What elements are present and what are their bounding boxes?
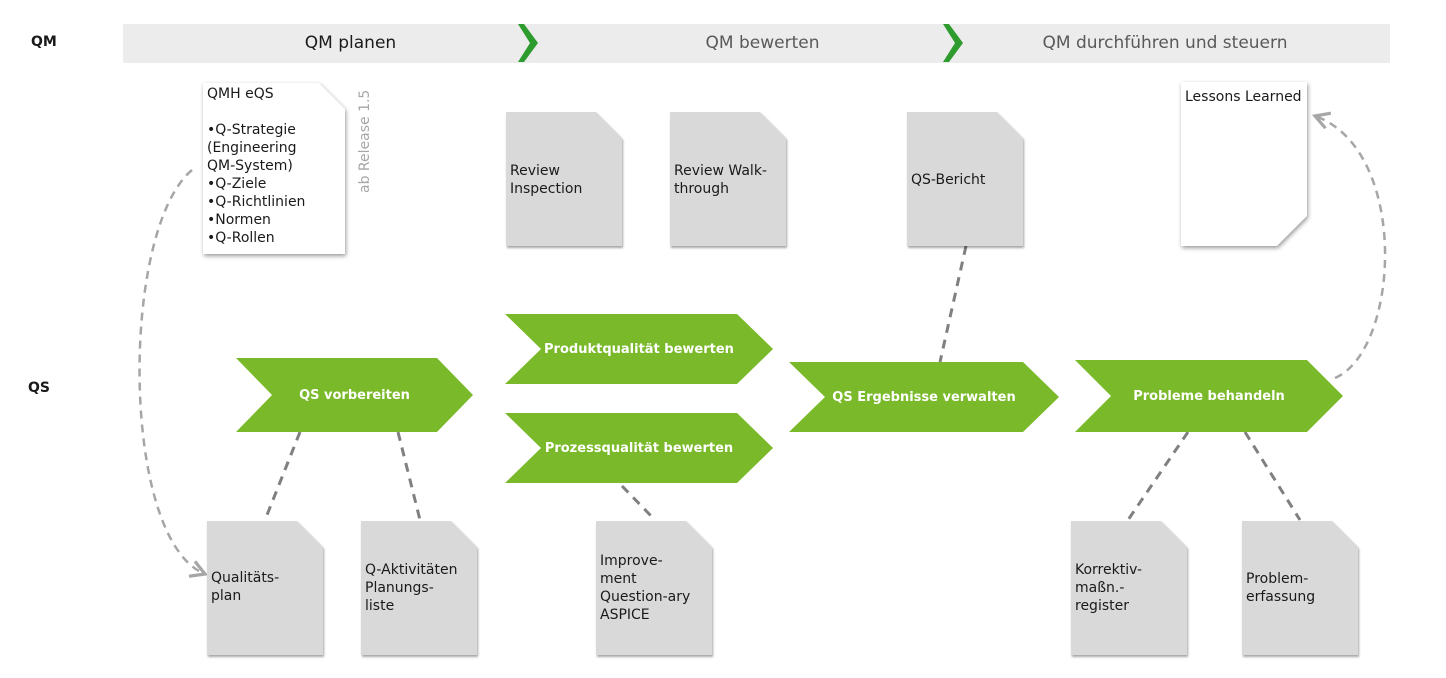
process-produktqualitaet: Produktqualität bewerten bbox=[505, 314, 773, 384]
process-produktqualitaet-label: Produktqualität bewerten bbox=[544, 341, 734, 357]
doc-qualitaetsplan-text: Qualitäts- plan bbox=[211, 570, 280, 604]
doc-review-inspection: Review Inspection bbox=[506, 112, 622, 246]
doc-lessons-learned: Lessons Learned bbox=[1181, 82, 1307, 246]
doc-korrektiv: Korrektiv- maßn.- register bbox=[1071, 521, 1187, 655]
doc-q-aktivitaeten-text: Q-Aktivitäten Planungs- liste bbox=[365, 562, 458, 614]
phase-qm-bewerten: QM bewerten bbox=[705, 33, 820, 53]
doc-review-walkthrough: Review Walk- through bbox=[670, 112, 786, 246]
doc-improvement: Improve- ment Question-ary ASPICE bbox=[596, 521, 712, 655]
release-note: ab Release 1.5 bbox=[357, 89, 373, 193]
doc-qs-bericht-text: QS-Bericht bbox=[911, 172, 986, 188]
doc-qmh-eqs-text: QMH eQS •Q-Strategie (Engineering QM-Sys… bbox=[207, 86, 306, 246]
lane-label-qs: QS bbox=[28, 380, 50, 396]
lane-label-qm: QM bbox=[31, 34, 57, 50]
doc-lessons-learned-text: Lessons Learned bbox=[1185, 89, 1302, 105]
doc-problemerfassung-text: Problem- erfassung bbox=[1246, 571, 1316, 605]
link-bericht-ergebnisse bbox=[938, 245, 968, 363]
link-probleme-problemerfassung bbox=[1243, 431, 1302, 521]
process-probleme: Probleme behandeln bbox=[1075, 360, 1343, 432]
doc-review-walkthrough-text: Review Walk- through bbox=[674, 163, 767, 197]
phase-bar bbox=[123, 24, 1390, 63]
link-probleme-korrektiv bbox=[1126, 431, 1190, 521]
process-prozessqualitaet-label: Prozessqualität bewerten bbox=[544, 440, 734, 456]
arrow-qmh-to-qualitaetsplan bbox=[138, 169, 208, 578]
phase-separator-1 bbox=[518, 24, 538, 62]
process-qs-vorbereiten-label: QS vorbereiten bbox=[299, 387, 410, 403]
phase-qm-durchfuehren: QM durchführen und steuern bbox=[1042, 33, 1288, 53]
doc-qs-bericht: QS-Bericht bbox=[907, 112, 1023, 246]
link-prozess-improvement bbox=[620, 484, 657, 522]
doc-improvement-text: Improve- ment Question-ary ASPICE bbox=[600, 553, 691, 623]
doc-problemerfassung: Problem- erfassung bbox=[1242, 521, 1358, 655]
doc-korrektiv-text: Korrektiv- maßn.- register bbox=[1075, 562, 1143, 614]
process-probleme-label: Probleme behandeln bbox=[1133, 388, 1285, 404]
doc-qmh-eqs: QMH eQS •Q-Strategie (Engineering QM-Sys… bbox=[203, 83, 345, 254]
process-qs-vorbereiten: QS vorbereiten bbox=[236, 358, 473, 432]
arrow-probleme-to-lessons bbox=[1311, 111, 1387, 380]
doc-qualitaetsplan: Qualitäts- plan bbox=[207, 521, 323, 655]
link-vorbereiten-aktivitaeten bbox=[396, 431, 422, 521]
process-qs-ergebnisse-label: QS Ergebnisse verwalten bbox=[832, 389, 1016, 405]
phase-qm-planen: QM planen bbox=[304, 33, 397, 53]
doc-review-inspection-text: Review Inspection bbox=[510, 163, 583, 197]
process-prozessqualitaet: Prozessqualität bewerten bbox=[505, 413, 773, 483]
process-qs-ergebnisse: QS Ergebnisse verwalten bbox=[789, 362, 1059, 432]
doc-q-aktivitaeten: Q-Aktivitäten Planungs- liste bbox=[361, 521, 477, 655]
link-vorbereiten-qualitaetsplan bbox=[263, 431, 302, 521]
phase-separator-2 bbox=[943, 24, 963, 62]
